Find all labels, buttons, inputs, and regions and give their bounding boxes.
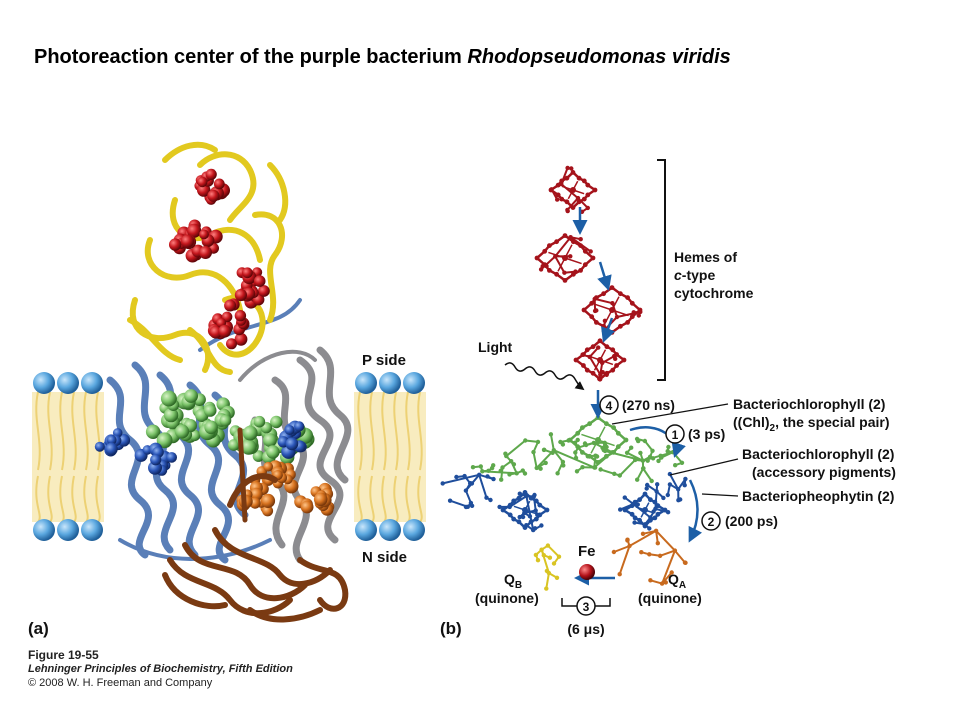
hemes-ball-and-stick: [534, 165, 643, 382]
copyright: © 2008 W. H. Freeman and Company: [28, 677, 213, 689]
step-1: 1 (3 ps): [665, 424, 725, 444]
bacteriopheophytin-label: Bacteriopheophytin (2): [742, 488, 894, 504]
lipid-head: [379, 519, 401, 541]
n-side-label: N side: [362, 549, 407, 566]
lipid-head: [355, 372, 377, 394]
p-side-label: P side: [362, 352, 406, 369]
step-4: 4 (270 ns): [599, 395, 675, 415]
hemes-label-line2: c-type: [674, 267, 715, 283]
qb-label: QB: [504, 571, 522, 591]
h-subunit-ribbon: [162, 427, 349, 623]
hemes-bracket: [657, 159, 666, 381]
panel-a-label: (a): [28, 619, 49, 638]
lipid-head: [355, 519, 377, 541]
lipid-head: [33, 372, 55, 394]
hemes-spacefill: [169, 168, 270, 350]
figure-caption: Figure 19-55 Lehninger Principles of Bio…: [28, 648, 293, 690]
hemes-label-line1: Hemes of: [674, 249, 737, 265]
bchl-accessory-line1: Bacteriochlorophyll (2): [742, 446, 894, 462]
figure-number: Figure 19-55: [28, 648, 99, 662]
step-1-time: (3 ps): [688, 426, 725, 442]
step-3-time: (6 μs): [567, 621, 604, 637]
svg-text:2: 2: [708, 515, 715, 529]
bacteriopheophytin-spacefill: [94, 420, 307, 476]
leader-lines: [611, 403, 739, 497]
step-4-time: (270 ns): [622, 397, 675, 413]
cytochrome-ribbon: [127, 141, 289, 375]
bchl-accessory-line2: (accessory pigments): [752, 464, 896, 480]
step-3: 3 (6 μs): [561, 596, 611, 637]
panel-a: P side N side (a): [28, 141, 426, 638]
lipid-head: [403, 519, 425, 541]
pigments-ball-and-stick: [440, 415, 688, 591]
svg-text:1: 1: [672, 428, 679, 442]
fe-atom: [579, 564, 595, 580]
lipid-head: [81, 519, 103, 541]
bchl-special-pair-line2: ((Chl)2, the special pair): [733, 414, 889, 434]
light-label: Light: [478, 339, 513, 355]
hemes-label-line3: cytochrome: [674, 285, 754, 301]
page-title: Photoreaction center of the purple bacte…: [34, 46, 731, 68]
lipid-head: [379, 372, 401, 394]
svg-text:3: 3: [583, 600, 590, 614]
lipid-head: [57, 519, 79, 541]
step-2: 2 (200 ps): [701, 511, 778, 531]
lipid-head: [33, 519, 55, 541]
step-2-time: (200 ps): [725, 513, 778, 529]
bchl-special-pair-line1: Bacteriochlorophyll (2): [733, 396, 885, 412]
qa-label: QA: [668, 571, 686, 591]
light-arrow: [504, 362, 585, 391]
membrane-left: [32, 372, 104, 541]
svg-text:4: 4: [606, 399, 613, 413]
lipid-head: [57, 372, 79, 394]
membrane-right: [354, 372, 426, 541]
lipid-head: [403, 372, 425, 394]
quinone-b-label: (quinone): [475, 590, 539, 606]
panel-b-label: (b): [440, 619, 462, 638]
panel-b: Hemes of c-type cytochrome Light 4 (270 …: [440, 159, 896, 638]
quinone-a-label: (quinone): [638, 590, 702, 606]
book-title: Lehninger Principles of Biochemistry, Fi…: [28, 663, 293, 675]
lipid-head: [81, 372, 103, 394]
fe-label: Fe: [578, 543, 596, 560]
